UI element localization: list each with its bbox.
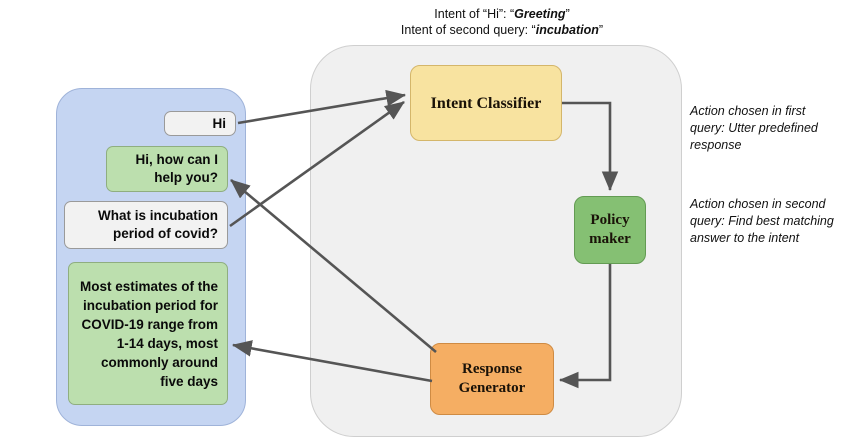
intent-caption: Intent of “Hi”: “Greeting” Intent of sec…	[312, 6, 692, 38]
node-response-generator: Response Generator	[430, 343, 554, 415]
chat-bubble-user-question: What is incubation period of covid?	[64, 201, 228, 249]
node-intent-classifier: Intent Classifier	[410, 65, 562, 141]
caption-line1-value: Greeting	[514, 7, 566, 21]
node-policy-maker: Policy maker	[574, 196, 646, 264]
intent-caption-line-1: Intent of “Hi”: “Greeting”	[312, 6, 692, 22]
caption-line1-prefix: Intent of “Hi”: “	[434, 7, 515, 21]
caption-line2-suffix: ”	[598, 23, 604, 37]
intent-caption-line-2: Intent of second query: “incubation”	[312, 22, 692, 38]
caption-line2-prefix: Intent of second query: “	[400, 23, 536, 37]
chat-bubble-bot-answer: Most estimates of the incubation period …	[68, 262, 228, 405]
caption-line2-value: incubation	[535, 23, 599, 37]
chat-bubble-bot-greeting: Hi, how can I help you?	[106, 146, 228, 192]
chat-bubble-user-hi: Hi	[164, 111, 236, 136]
annotation-first-query: Action chosen in first query: Utter pred…	[690, 104, 818, 152]
caption-line1-suffix: ”	[565, 7, 570, 21]
annotation-second-query: Action chosen in second query: Find best…	[690, 197, 834, 245]
